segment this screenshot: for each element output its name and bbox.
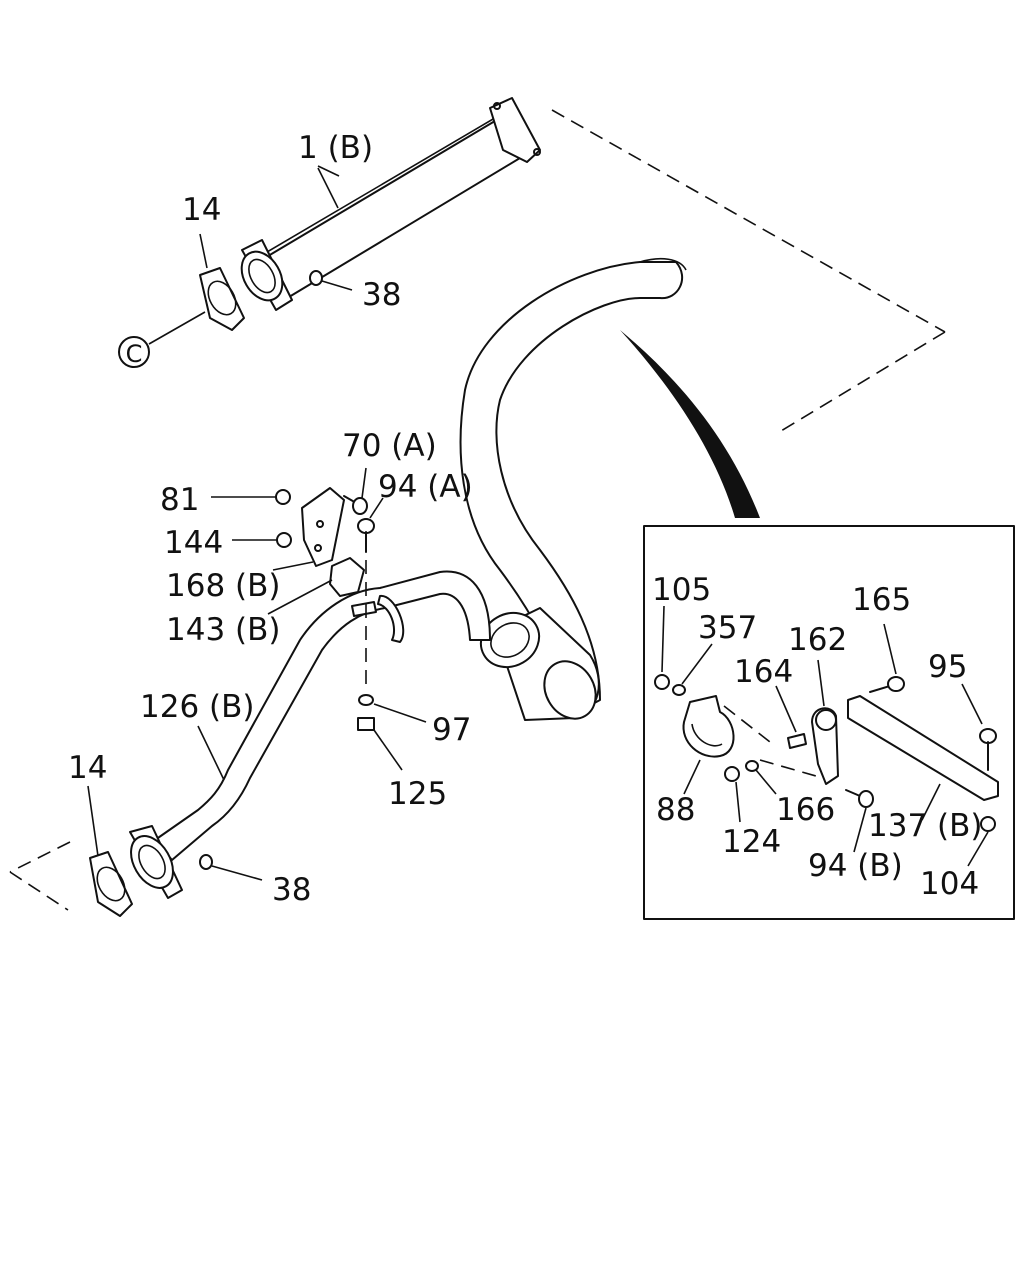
leaders-left xyxy=(87,165,427,857)
label-38-top: 38 xyxy=(362,277,401,313)
detail-inset xyxy=(643,525,1015,920)
hanger-bracket-left xyxy=(275,487,377,731)
label-162: 162 xyxy=(788,622,847,658)
dashed-guide-bottom xyxy=(9,841,71,911)
label-94a: 94 (A) xyxy=(378,469,473,505)
label-94b: 94 (B) xyxy=(808,848,903,884)
callout-c: C xyxy=(118,311,206,368)
label-104: 104 xyxy=(920,866,979,902)
label-125: 125 xyxy=(388,776,447,812)
gasket-14-bottom xyxy=(89,851,133,917)
label-14-top: 14 xyxy=(182,192,221,228)
pointer-arrow xyxy=(620,330,760,518)
label-144: 144 xyxy=(164,525,223,561)
nut-38-bottom xyxy=(199,854,263,881)
nut-38-top xyxy=(309,270,353,291)
label-166: 166 xyxy=(776,792,835,828)
label-14-bottom: 14 xyxy=(68,750,107,786)
label-70a: 70 (A) xyxy=(342,428,437,464)
dashed-guide-top xyxy=(551,109,946,435)
muffler xyxy=(479,607,600,721)
label-164: 164 xyxy=(734,654,793,690)
label-97: 97 xyxy=(432,712,471,748)
label-88: 88 xyxy=(656,792,695,828)
label-137b: 137 (B) xyxy=(868,808,982,844)
label-38-bottom: 38 xyxy=(272,872,311,908)
label-124: 124 xyxy=(722,824,781,860)
label-1b: 1 (B) xyxy=(298,130,373,166)
gasket-14-top xyxy=(199,267,245,331)
pipe-126b xyxy=(129,570,491,899)
label-126b: 126 (B) xyxy=(140,689,254,725)
label-168b: 168 (B) xyxy=(166,568,280,604)
label-143b: 143 (B) xyxy=(166,612,280,648)
label-105: 105 xyxy=(652,572,711,608)
part-labels: 1 (B) 14 38 70 (A) 81 94 (A) 144 168 (B)… xyxy=(68,130,982,908)
label-95: 95 xyxy=(928,649,967,685)
pipe-1b xyxy=(240,97,541,311)
label-357: 357 xyxy=(698,610,757,646)
label-165: 165 xyxy=(852,582,911,618)
callout-c-letter: C xyxy=(126,340,143,368)
label-81: 81 xyxy=(160,482,199,518)
